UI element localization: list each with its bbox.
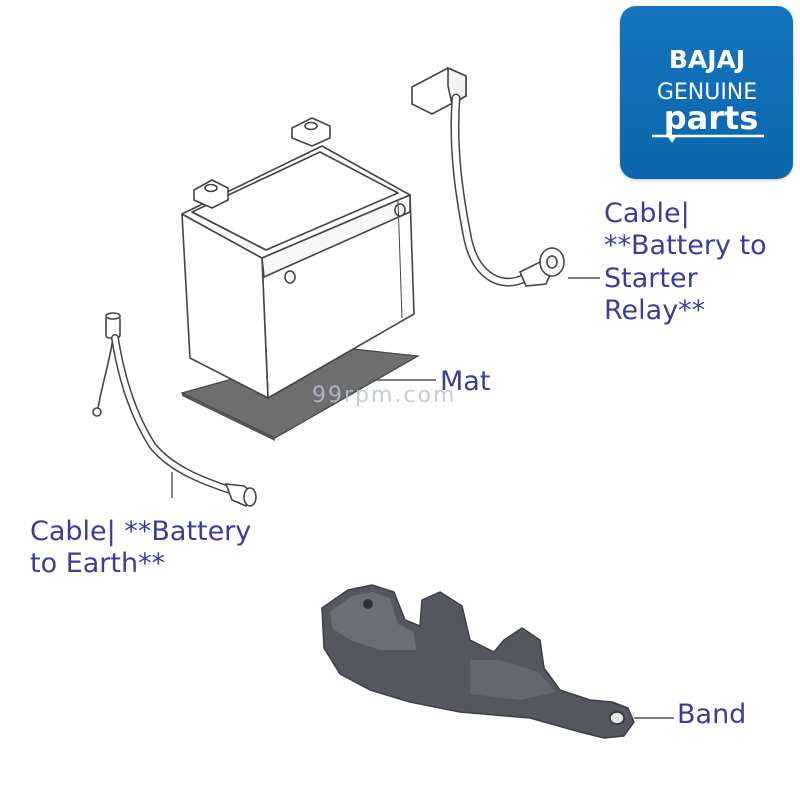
earth-cable-part <box>92 312 257 507</box>
watermark: 99rpm.com <box>312 383 456 408</box>
label-band: Band <box>677 699 747 730</box>
logo-genuine: GENUINE <box>657 80 757 105</box>
leader-lines <box>171 277 674 719</box>
label-battery-to-starter-relay-cable: Cable| **Battery to Starter Relay** <box>604 198 767 327</box>
logo-brand: BAJAJ <box>669 45 745 74</box>
logo-arrow-icon <box>668 137 676 143</box>
bajaj-genuine-parts-logo: BAJAJ GENUINE parts <box>620 6 793 179</box>
logo-parts: parts <box>664 99 759 137</box>
relay-cable-part <box>411 66 565 287</box>
label-battery-to-earth-cable: Cable| **Battery to Earth** <box>30 516 252 580</box>
band-part <box>321 584 635 739</box>
label-mat: Mat <box>440 366 491 397</box>
battery-part <box>181 117 415 399</box>
